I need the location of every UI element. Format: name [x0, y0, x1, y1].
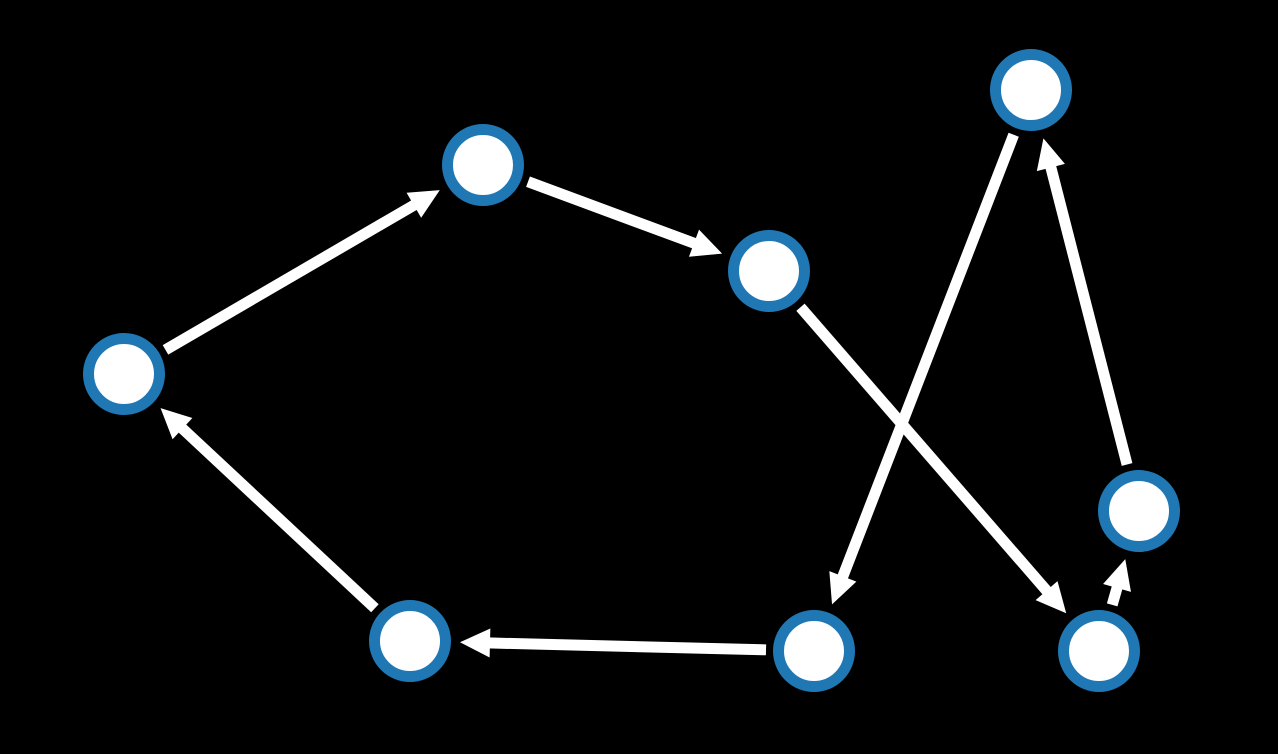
edge-bottom-center-to-bottom-left — [459, 628, 767, 658]
edge-shaft — [526, 176, 698, 250]
arrowhead-icon — [1103, 559, 1131, 592]
arrowhead-icon — [829, 571, 857, 605]
edge-left-to-top-center — [162, 190, 440, 355]
edge-shaft — [1045, 164, 1133, 466]
edge-shaft — [487, 637, 767, 656]
edge-top-center-to-upper-middle — [526, 176, 723, 257]
arrowhead-icon — [459, 628, 491, 658]
edge-bottom-right-to-right — [1103, 559, 1131, 607]
node-left — [83, 333, 165, 415]
edge-shaft — [162, 199, 419, 355]
edge-upper-middle-to-bottom-right — [796, 303, 1067, 614]
node-top-center — [442, 124, 524, 206]
node-right — [1098, 470, 1180, 552]
edge-top-right-to-bottom-center — [829, 132, 1019, 605]
node-bottom-left — [369, 600, 451, 682]
edge-shaft — [177, 423, 379, 613]
arrowhead-icon — [1035, 581, 1067, 614]
arrowhead-icon — [688, 229, 723, 257]
edge-shaft — [1106, 584, 1123, 607]
edge-shaft — [837, 132, 1019, 581]
node-top-right — [990, 49, 1072, 131]
node-bottom-right — [1058, 610, 1140, 692]
edge-bottom-left-to-left — [160, 408, 379, 613]
edge-right-to-top-right — [1036, 138, 1133, 466]
node-upper-middle — [728, 230, 810, 312]
arrowhead-icon — [160, 408, 193, 440]
node-bottom-center — [773, 610, 855, 692]
edge-shaft — [796, 303, 1053, 596]
arrowhead-icon — [406, 190, 440, 218]
arrowhead-icon — [1036, 138, 1065, 172]
